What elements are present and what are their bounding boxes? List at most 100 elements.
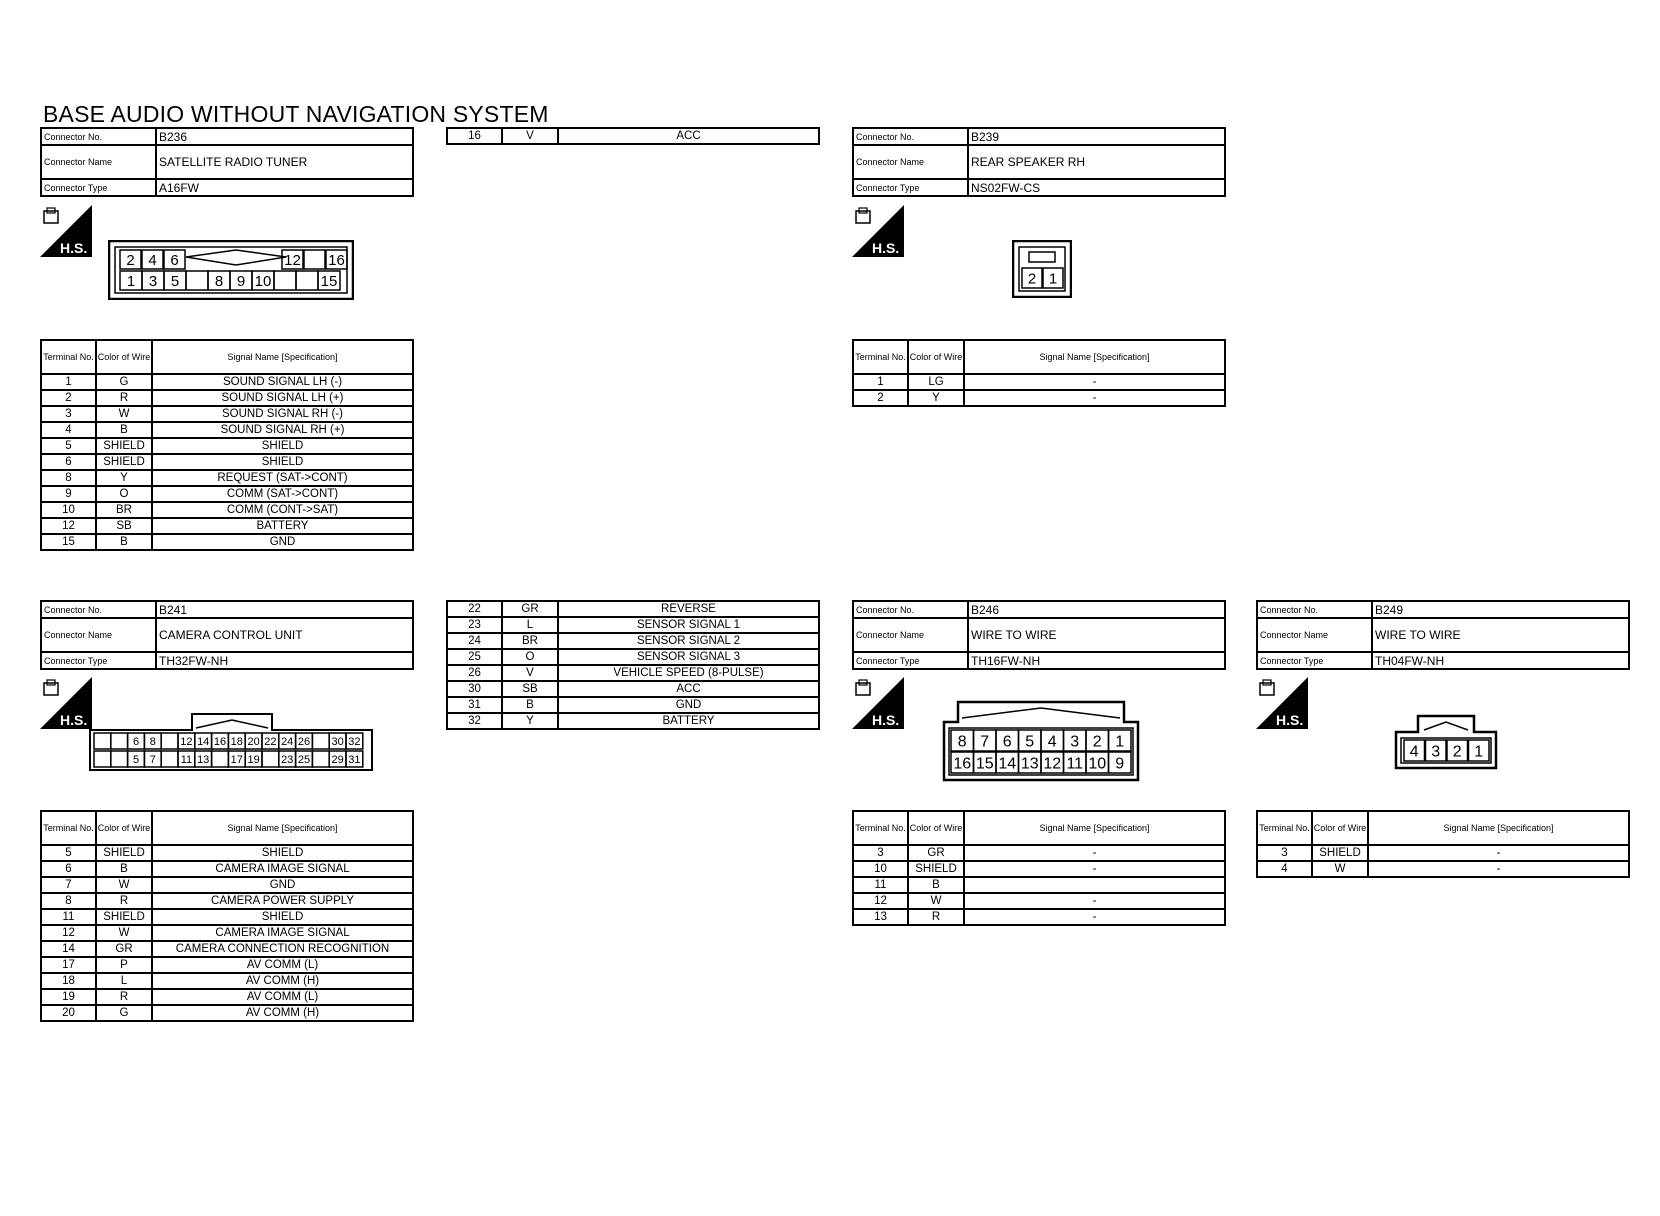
pin-number: 1 [1115, 733, 1124, 750]
connector-name-value: REAR SPEAKER RH [967, 144, 1226, 180]
wire-color-cell: W [1311, 860, 1369, 878]
terminal-no-cell: 5 [40, 844, 97, 862]
hs-badge-label: H.S. [60, 712, 87, 728]
connector-type-value: TH32FW-NH [155, 651, 414, 670]
pin-number: 4 [1410, 743, 1419, 760]
wire-color-cell: SHIELD [95, 453, 153, 471]
wire-color-cell: W [95, 405, 153, 423]
terminal-no-header: Terminal No. [852, 810, 909, 846]
wire-color-cell: W [95, 924, 153, 942]
signal-name-cell: - [1367, 860, 1630, 878]
wire-color-cell: SHIELD [1311, 844, 1369, 862]
pin-number: 12 [1043, 755, 1061, 772]
terminal-no-cell: 11 [40, 908, 97, 926]
signal-name-cell: AV COMM (H) [151, 1004, 414, 1022]
wire-color-cell: SB [95, 517, 153, 535]
terminal-no-cell: 11 [852, 876, 909, 894]
wire-color-cell: O [501, 648, 559, 666]
wire-color-cell: R [95, 389, 153, 407]
pin-number: 13 [1021, 755, 1039, 772]
pin-cell [119, 249, 142, 270]
signal-name-cell: SOUND SIGNAL RH (+) [151, 421, 414, 439]
pin-cell [281, 249, 304, 270]
signal-name-cell: ACC [557, 127, 820, 145]
terminal-no-cell: 32 [446, 712, 503, 730]
pin-number: 1 [1474, 743, 1483, 760]
connector-type-value: A16FW [155, 178, 414, 197]
wire-color-cell: V [501, 127, 559, 145]
pin-cell [163, 249, 186, 270]
pin-number: 8 [958, 733, 967, 750]
pin-number: 11 [181, 754, 192, 766]
pin-number: 16 [328, 252, 345, 269]
pin-number: 9 [1115, 755, 1124, 772]
pin-number: 2 [1093, 733, 1102, 750]
pin-number: 4 [148, 252, 156, 269]
terminal-no-cell: 1 [40, 373, 97, 391]
wire-color-cell: SB [501, 680, 559, 698]
terminal-no-cell: 4 [1256, 860, 1313, 878]
signal-name-header: Signal Name [Specification] [963, 810, 1226, 846]
hs-badge-icon: H.S. [852, 677, 904, 729]
signal-name-cell: - [963, 844, 1226, 862]
connector-b239-terminal-table: Terminal No. Color of Wire Signal Name [… [852, 339, 1226, 407]
pin-cell [303, 249, 326, 270]
pin-number: 15 [976, 755, 994, 772]
wire-color-cell: GR [907, 844, 965, 862]
pin-number: 16 [214, 736, 226, 748]
terminal-no-cell: 5 [40, 437, 97, 455]
terminal-no-cell: 10 [40, 501, 97, 519]
color-of-wire-header: Color of Wire [1311, 810, 1369, 846]
pin-number: 8 [215, 273, 223, 290]
signal-name-cell: - [963, 389, 1226, 407]
terminal-no-cell: 20 [40, 1004, 97, 1022]
pin-cell [345, 750, 364, 768]
terminal-no-cell: 7 [40, 876, 97, 894]
signal-name-cell: SHIELD [151, 437, 414, 455]
pin-cell [1467, 739, 1490, 762]
wire-color-cell: R [907, 908, 965, 926]
signal-name-cell: SOUND SIGNAL LH (+) [151, 389, 414, 407]
signal-name-cell: SOUND SIGNAL LH (-) [151, 373, 414, 391]
pin-cell [317, 270, 341, 291]
connector-b249-terminal-table: Terminal No. Color of Wire Signal Name [… [1256, 810, 1630, 878]
pin-number: 7 [150, 754, 156, 766]
hs-badge-label: H.S. [1276, 712, 1303, 728]
connector-type-label: Connector Type [1256, 651, 1373, 670]
pin-number: 16 [953, 755, 971, 772]
connector-name-value: SATELLITE RADIO TUNER [155, 144, 414, 180]
signal-name-cell: SHIELD [151, 908, 414, 926]
connector-type-value: TH16FW-NH [967, 651, 1226, 670]
wire-color-cell: Y [907, 389, 965, 407]
wire-color-cell: SHIELD [95, 844, 153, 862]
page-title: BASE AUDIO WITHOUT NAVIGATION SYSTEM [43, 101, 549, 127]
connector-no-value: B241 [155, 600, 414, 619]
wire-color-cell: Y [95, 469, 153, 487]
terminal-no-cell: 31 [446, 696, 503, 714]
connector-no-value: B249 [1371, 600, 1630, 619]
wire-color-cell: W [95, 876, 153, 894]
connector-type-label: Connector Type [852, 178, 969, 197]
pin-number: 19 [247, 754, 259, 766]
pin-cell [1446, 739, 1469, 762]
pin-number: 5 [1025, 733, 1034, 750]
wire-color-cell: SHIELD [907, 860, 965, 878]
wire-color-cell: V [501, 664, 559, 682]
hs-badge-label: H.S. [872, 240, 899, 256]
signal-name-cell: BATTERY [151, 517, 414, 535]
